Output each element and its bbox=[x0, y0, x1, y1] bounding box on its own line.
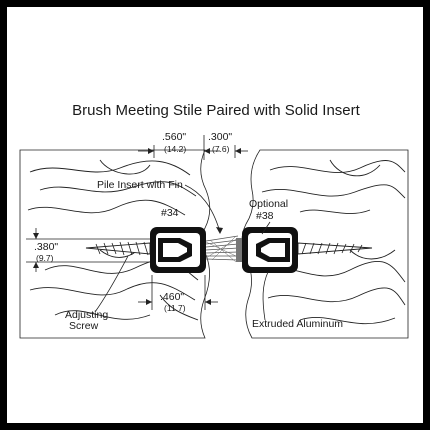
dim-380-value: .380" bbox=[34, 241, 58, 253]
screw-label: Screw bbox=[69, 320, 99, 332]
pile-insert-brush bbox=[205, 235, 242, 263]
dim-460-metric: (11.7) bbox=[164, 303, 186, 313]
dim-560-metric: (14.2) bbox=[164, 144, 186, 154]
top-dimension-lines bbox=[138, 135, 248, 160]
height-dimension-line bbox=[26, 228, 150, 272]
extrusion-34 bbox=[150, 227, 206, 273]
adjusting-screw bbox=[85, 241, 151, 256]
optional-label: Optional bbox=[249, 198, 288, 210]
pile-insert-label: Pile Insert with Fin bbox=[97, 179, 183, 191]
dim-300-metric: (7.6) bbox=[212, 144, 230, 154]
leader-lines bbox=[94, 184, 271, 321]
part-38-label: #38 bbox=[256, 210, 274, 222]
part-34-label: #34 bbox=[161, 207, 179, 219]
adjusting-label: Adjusting bbox=[65, 309, 108, 321]
dim-300-value: .300" bbox=[208, 131, 232, 143]
extrusion-38 bbox=[242, 227, 298, 273]
extruded-aluminum-label: Extruded Aluminum bbox=[252, 318, 343, 330]
dim-380-metric: (9.7) bbox=[36, 253, 54, 263]
diagram-title: Brush Meeting Stile Paired with Solid In… bbox=[72, 102, 360, 119]
right-screw bbox=[297, 242, 373, 255]
dim-560-value: .560" bbox=[162, 131, 186, 143]
bottom-dimension-line bbox=[138, 275, 218, 310]
dim-460-value: .460" bbox=[160, 291, 184, 303]
